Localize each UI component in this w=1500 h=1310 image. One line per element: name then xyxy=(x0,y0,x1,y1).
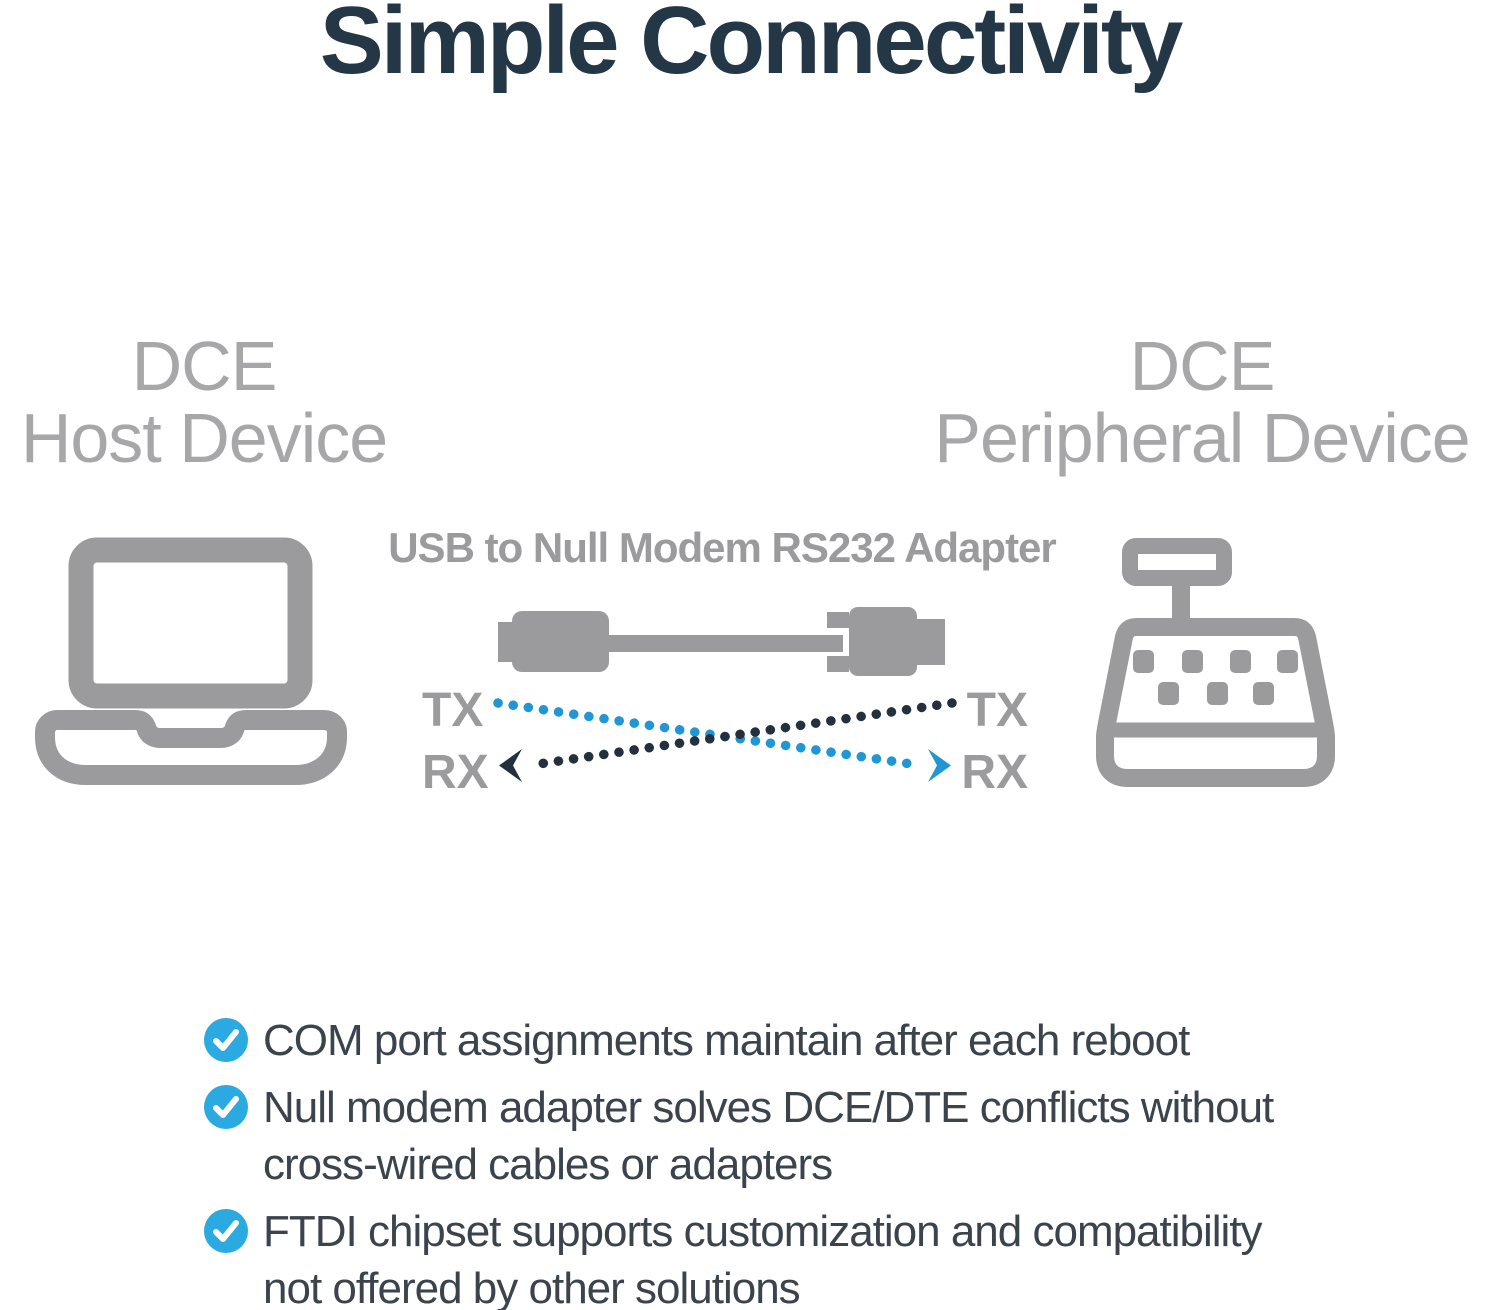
check-icon xyxy=(204,1209,248,1253)
page-title: Simple Connectivity xyxy=(319,0,1184,94)
tx-to-rx-navy-line xyxy=(527,698,957,770)
list-item: Null modem adapter solves DCE/DTE confli… xyxy=(203,1079,1393,1193)
usb-rs232-cable-icon xyxy=(498,607,945,676)
arrow-right-icon xyxy=(928,749,951,782)
host-device-name: Host Device xyxy=(20,399,388,477)
peripheral-device-name: Peripheral Device xyxy=(934,399,1470,477)
cash-register-icon xyxy=(1096,538,1335,787)
peripheral-device-label: DCE Peripheral Device xyxy=(902,330,1500,474)
arrow-left-icon xyxy=(499,749,522,782)
host-device-type: DCE xyxy=(131,327,278,405)
adapter-label: USB to Null Modem RS232 Adapter xyxy=(388,524,1057,571)
feature-text: COM port assignments maintain after each… xyxy=(263,1016,1190,1065)
peripheral-rx-label: RX xyxy=(961,746,1028,799)
check-icon xyxy=(204,1018,248,1062)
tx-to-rx-blue-line xyxy=(493,698,923,770)
peripheral-tx-label: TX xyxy=(967,684,1028,737)
list-item: FTDI chipset supports customization and … xyxy=(203,1203,1393,1310)
host-rx-label: RX xyxy=(422,746,489,799)
peripheral-device-type: DCE xyxy=(1129,327,1276,405)
laptop-icon xyxy=(35,537,347,785)
feature-list: COM port assignments maintain after each… xyxy=(203,1012,1393,1310)
feature-text: FTDI chipset supports customization and … xyxy=(263,1207,1263,1310)
check-icon xyxy=(204,1085,248,1129)
list-item: COM port assignments maintain after each… xyxy=(203,1012,1393,1069)
feature-text: Null modem adapter solves DCE/DTE confli… xyxy=(263,1083,1274,1189)
host-tx-label: TX xyxy=(422,684,483,737)
host-device-label: DCE Host Device xyxy=(0,330,420,474)
tx-rx-crossover-diagram: TX RX TX RX xyxy=(422,684,1028,799)
